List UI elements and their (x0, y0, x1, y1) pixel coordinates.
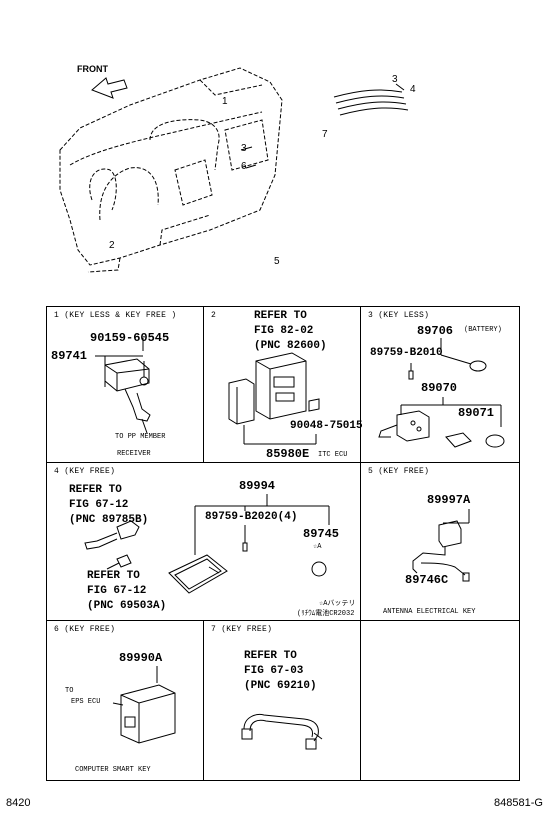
part-number: 89759-B2010 (370, 347, 443, 359)
callout-3-top: 3 (392, 74, 398, 85)
computer-smart-key-drawing (47, 621, 204, 780)
part-number: 90048-75015 (290, 420, 363, 432)
cell-7-keyfree: 7 (KEY FREE) REFER TO FIG 67-03 (PNC 692… (204, 621, 361, 780)
part-number: 89071 (458, 406, 495, 420)
part-number: 89759-B2020(4) (205, 511, 298, 523)
part-number: 89997A (427, 493, 471, 507)
dashboard-illustration (0, 0, 560, 300)
footer-page-number: 8420 (6, 797, 31, 809)
note-text: (BATTERY) (464, 326, 502, 334)
part-number: 89741 (51, 349, 88, 363)
smart-key-drawing (47, 463, 361, 621)
note-text: ANTENNA ELECTRICAL KEY (383, 608, 476, 616)
cell-header: 3 (KEY LESS) (368, 311, 430, 320)
antenna-drawing (361, 463, 519, 621)
note-text: RECEIVER (117, 450, 151, 458)
cell-header: 1 (KEY LESS & KEY FREE ) (54, 311, 177, 320)
note-text: ☆A (313, 543, 322, 551)
note-text: ☆Aバッテリ (319, 600, 356, 608)
refer-line: FIG 82-02 (254, 325, 314, 337)
callout-5: 5 (274, 256, 280, 267)
dashboard-overview: FRONT 1 2 3 4 5 6 7 3 (0, 0, 560, 300)
refer-line: REFER TO (69, 484, 122, 496)
refer-line: REFER TO (254, 310, 307, 322)
note-text: TO (65, 687, 74, 695)
handle-drawing (204, 621, 361, 780)
part-number: 89990A (119, 651, 163, 665)
callout-3-dash: 3 (241, 143, 247, 154)
cell-header: 2 (211, 311, 217, 320)
cell-8-empty (361, 621, 519, 780)
refer-line: (PNC 82600) (254, 340, 327, 352)
refer-note: REFER TO FIG 67-12 (PNC 89785B) (69, 483, 148, 528)
note-text: TO PP MEMBER (115, 433, 166, 441)
part-number: 89746C (405, 573, 449, 587)
cell-5-antenna: 5 (KEY FREE) 89997A 89746C ANTENNA ELECT… (361, 463, 519, 621)
cell-1-receiver: 1 (KEY LESS & KEY FREE ) 90159-60545 897… (47, 307, 204, 463)
cell-4-keyfree: 4 (KEY FREE) REFER TO FIG 67-12 (PNC 897… (47, 463, 361, 621)
note-text: COMPUTER SMART KEY (75, 766, 151, 774)
refer-line: FIG 67-03 (244, 665, 304, 677)
callout-6: 6 (241, 161, 247, 172)
callout-7: 7 (322, 129, 328, 140)
part-number: 90159-60545 (90, 331, 170, 345)
refer-line: (PNC 69210) (244, 680, 317, 692)
callout-1: 1 (222, 96, 228, 107)
front-arrow-icon (92, 78, 127, 98)
refer-line: FIG 67-12 (69, 499, 129, 511)
callout-2: 2 (109, 240, 115, 251)
note-text: EPS ECU (71, 698, 101, 706)
refer-line: FIG 67-12 (87, 585, 147, 597)
refer-line: (PNC 89785B) (69, 514, 149, 526)
refer-note: REFER TO FIG 82-02 (PNC 82600) (254, 309, 327, 354)
cell-header: 5 (KEY FREE) (368, 467, 430, 476)
refer-note: REFER TO FIG 67-03 (PNC 69210) (244, 649, 317, 694)
cell-header: 4 (KEY FREE) (54, 467, 116, 476)
footer-figure-id: 848581-G (494, 797, 543, 809)
refer-line: REFER TO (87, 570, 140, 582)
cell-2-itc-ecu: 2 REFER TO FIG 82-02 (PNC 82600) 90048-7… (204, 307, 363, 463)
parts-grid: 1 (KEY LESS & KEY FREE ) 90159-60545 897… (46, 306, 520, 781)
itc-ecu-drawing (204, 307, 361, 463)
refer-note: REFER TO FIG 67-12 (PNC 69503A) (87, 569, 166, 614)
part-number: 89745 (303, 527, 340, 541)
callout-4: 4 (410, 84, 416, 95)
note-text: (ﾘﾁｳﾑ電池CR2032 (297, 610, 355, 618)
cell-header: 6 (KEY FREE) (54, 625, 116, 634)
cell-3-keyless: 3 (KEY LESS) 89706 (BATTERY) 89759-B2010… (361, 307, 519, 463)
cell-header: 7 (KEY FREE) (211, 625, 273, 634)
front-label: FRONT (77, 64, 108, 74)
part-number: 85980E (266, 447, 310, 461)
receiver-drawing (47, 307, 204, 463)
part-number: 89070 (421, 381, 458, 395)
refer-line: REFER TO (244, 650, 297, 662)
note-text: ITC ECU (318, 451, 348, 459)
keyless-drawing (361, 307, 519, 463)
part-number: 89706 (417, 324, 454, 338)
cell-6-computer-smart-key: 6 (KEY FREE) 89990A TO EPS ECU COMPUTER … (47, 621, 204, 780)
refer-line: (PNC 69503A) (87, 600, 167, 612)
part-number: 89994 (239, 479, 276, 493)
